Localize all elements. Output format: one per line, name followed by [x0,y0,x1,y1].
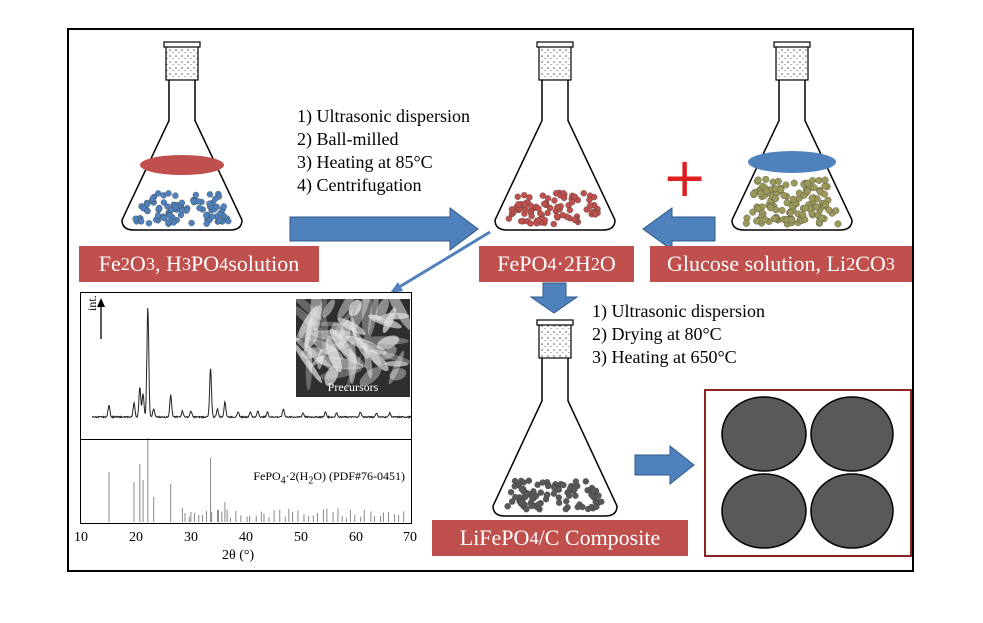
plus-icon: + [662,146,708,209]
x-axis-label: 2θ (°) [222,548,255,563]
step: 3) Heating at 650°C [592,347,737,367]
process-steps-2: 1) Ultrasonic dispersion 2) Drying at 80… [592,300,765,369]
arrow-diagonal-icon [395,230,491,291]
intensity-axis-label: int. [85,295,99,311]
reference-label: FePO4·2(H2O) (PDF#76-0451) [253,469,405,487]
particle [721,473,807,549]
x-tick-label: 50 [294,530,308,545]
diagram-frame [67,28,914,572]
x-tick-label: 20 [129,530,143,545]
arrow-left-icon [642,207,716,251]
sem-image: Precursors [296,299,410,397]
x-tick-label: 30 [184,530,198,545]
step: 1) Ultrasonic dispersion [297,106,470,126]
x-tick-label: 40 [239,530,253,545]
arrow-down-icon [529,282,579,314]
step: 4) Centrifugation [297,175,422,195]
x-tick-label: 70 [403,530,417,545]
arrow-right-icon [634,444,695,486]
sem-caption: Precursors [327,380,379,394]
process-steps-1: 1) Ultrasonic dispersion 2) Ball-milled … [297,105,470,197]
arrow-right-icon [289,207,479,251]
x-tick-label: 10 [74,530,88,545]
panel-divider [81,439,411,440]
step: 2) Ball-milled [297,129,399,149]
particle [721,396,807,472]
flask-icon [492,319,618,517]
xrd-pattern-panel: int. Precursors FePO4·2(H2O) (PDF#76-045… [80,292,412,524]
step: 2) Drying at 80°C [592,324,722,344]
step: 1) Ultrasonic dispersion [592,301,765,321]
particle [810,396,894,472]
x-tick-label: 60 [349,530,363,545]
step: 3) Heating at 85°C [297,152,433,172]
particle [810,473,894,549]
xrd-plot [92,298,411,522]
composite-particles-panel [704,389,912,557]
